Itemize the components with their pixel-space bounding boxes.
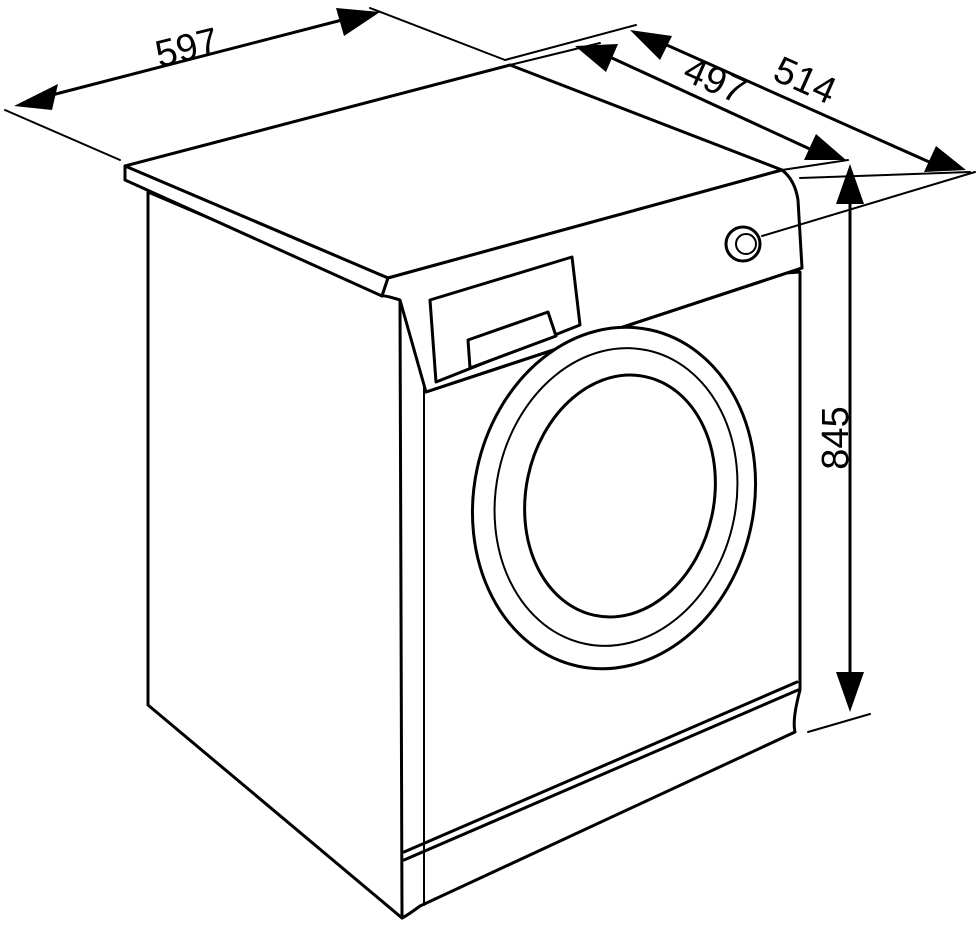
door-ring-inner: [493, 347, 739, 647]
dimension-width: 597: [4, 7, 506, 161]
dimension-height: 845: [761, 164, 976, 733]
dimension-depth-total: 514: [504, 24, 971, 179]
drawer-handle: [466, 310, 558, 370]
program-knob-icon: [724, 225, 762, 263]
door-glass: [523, 373, 717, 619]
height-label: 845: [815, 406, 857, 469]
kick-plate: [402, 680, 800, 862]
program-knob-inner: [735, 233, 757, 255]
width-label: 597: [151, 20, 223, 76]
left-side-panel: [146, 190, 404, 920]
depth-total-label: 514: [767, 49, 842, 113]
depth-body-label: 497: [677, 49, 752, 113]
washing-machine: [123, 63, 804, 920]
